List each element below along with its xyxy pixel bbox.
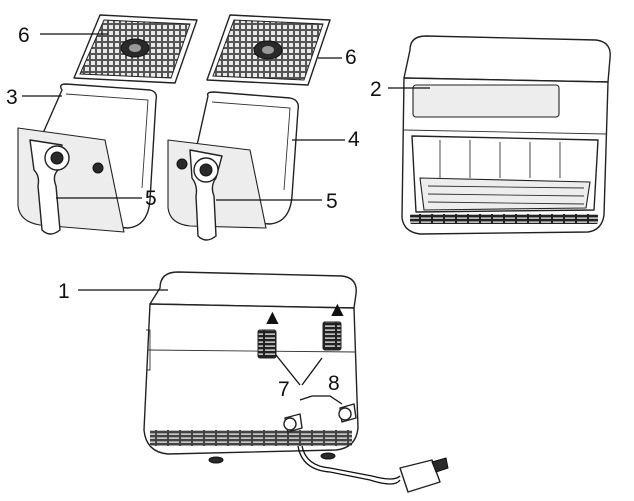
callout-7: 7	[278, 378, 290, 401]
basket-right	[167, 91, 300, 241]
basket-left	[17, 83, 158, 235]
callout-8: 8	[328, 372, 340, 395]
crisper-plate-left	[73, 14, 198, 84]
callout-4: 4	[348, 128, 360, 151]
callout-6-right: 6	[345, 46, 357, 69]
main-unit-rear-view	[143, 271, 449, 493]
callout-3: 3	[6, 86, 18, 109]
callout-5-right: 5	[326, 190, 338, 213]
callout-2: 2	[370, 78, 382, 101]
vent-arrow-icon: ▲	[327, 298, 348, 321]
callout-1: 1	[58, 280, 70, 303]
vent-arrow-icon: ▲	[262, 306, 283, 329]
main-unit-front-view	[401, 35, 611, 235]
callout-5-left: 5	[145, 187, 157, 210]
leader-lines	[22, 33, 430, 405]
callout-6-left: 6	[18, 24, 30, 47]
crisper-plate-right	[206, 14, 331, 86]
